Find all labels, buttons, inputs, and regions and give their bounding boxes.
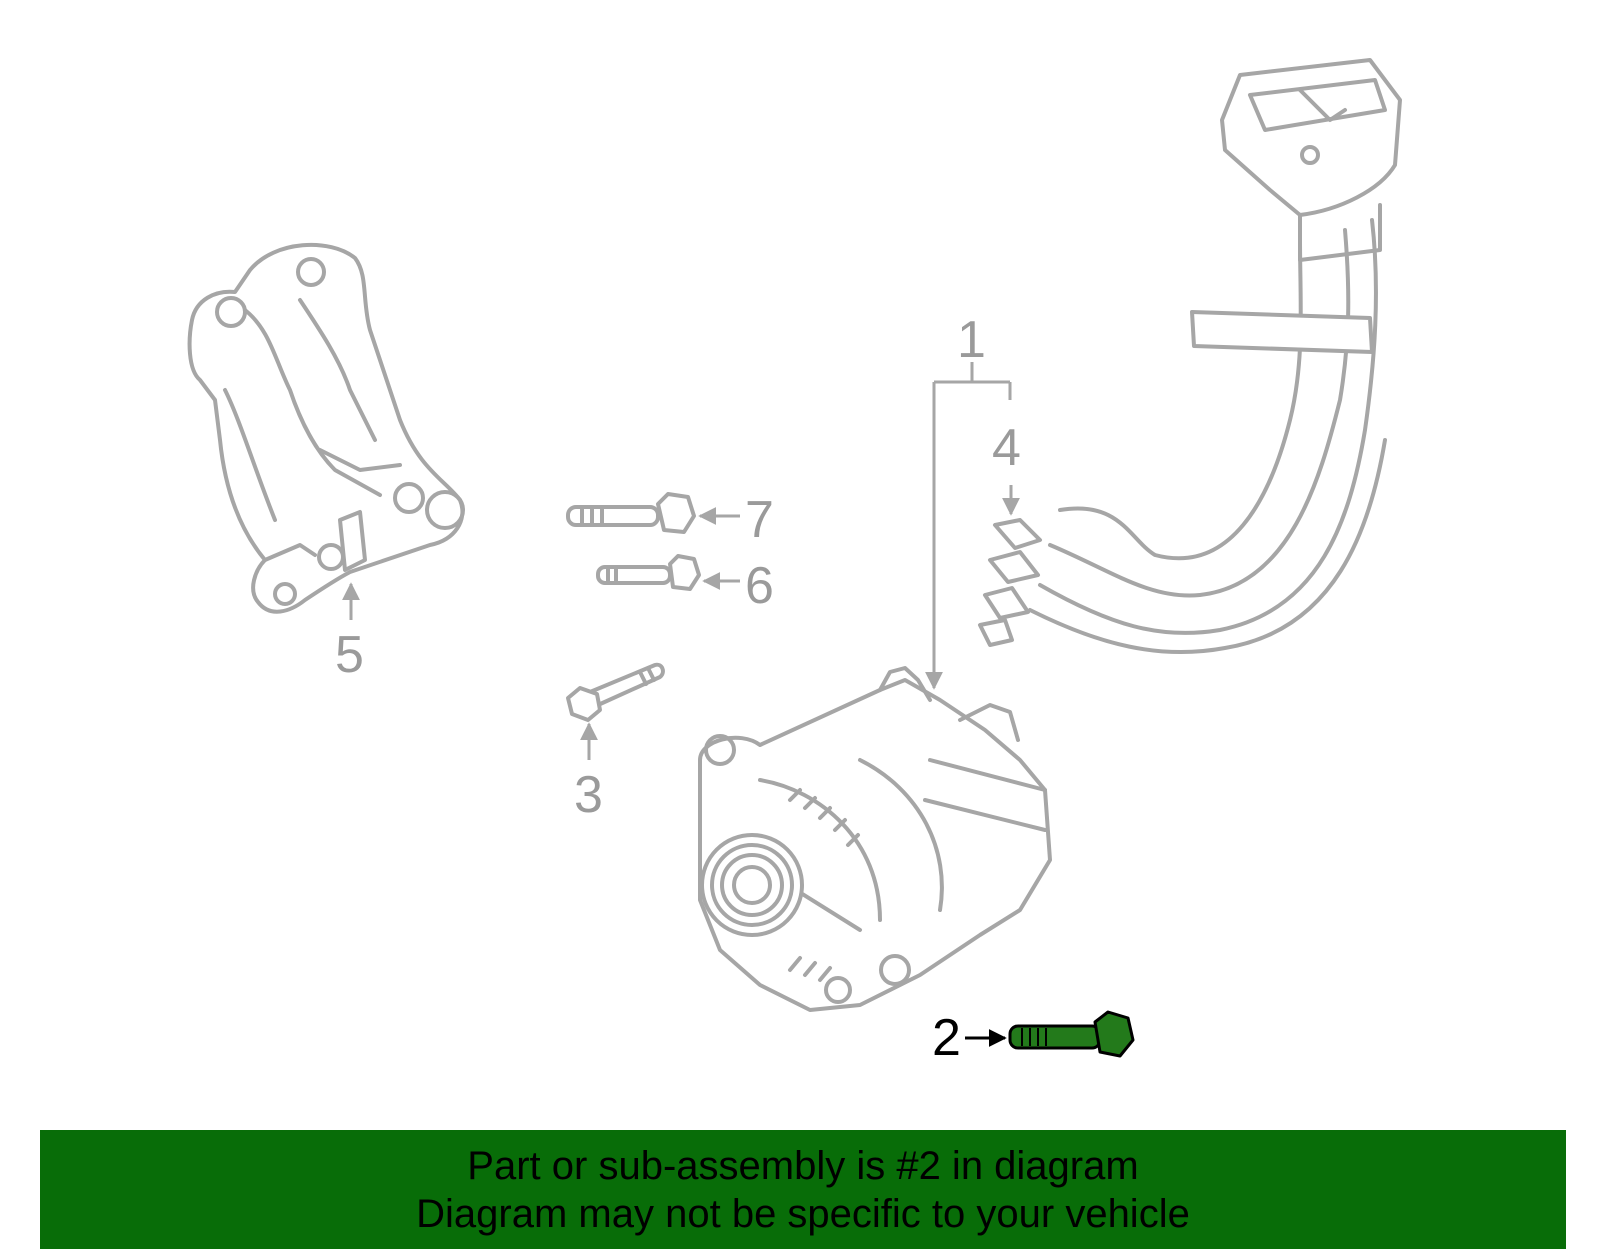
bolt-part-6[interactable] xyxy=(596,554,701,591)
callout-3[interactable]: 3 xyxy=(574,766,603,824)
info-banner: Part or sub-assembly is #2 in diagram Di… xyxy=(40,1130,1566,1249)
wiring-harness-part-4[interactable] xyxy=(978,58,1402,655)
callout-1[interactable]: 1 xyxy=(957,311,986,369)
callout-7[interactable]: 7 xyxy=(745,491,774,549)
callout-4[interactable]: 4 xyxy=(992,419,1021,477)
bolt-part-3[interactable] xyxy=(566,662,665,722)
banner-line-2: Diagram may not be specific to your vehi… xyxy=(416,1192,1190,1236)
callout-2[interactable]: 2 xyxy=(932,1009,961,1067)
banner-line-1: Part or sub-assembly is #2 in diagram xyxy=(467,1144,1139,1188)
bolt-part-7[interactable] xyxy=(566,492,696,534)
parts-diagram: 5 7 6 3 1 4 xyxy=(187,58,1402,1067)
alternator-assembly-part-1[interactable] xyxy=(698,666,1052,1012)
mounting-bracket-part-5[interactable] xyxy=(187,242,465,614)
callout-5[interactable]: 5 xyxy=(335,626,364,684)
bolt-part-2-highlighted[interactable] xyxy=(1008,1010,1135,1058)
callout-6[interactable]: 6 xyxy=(745,557,774,615)
